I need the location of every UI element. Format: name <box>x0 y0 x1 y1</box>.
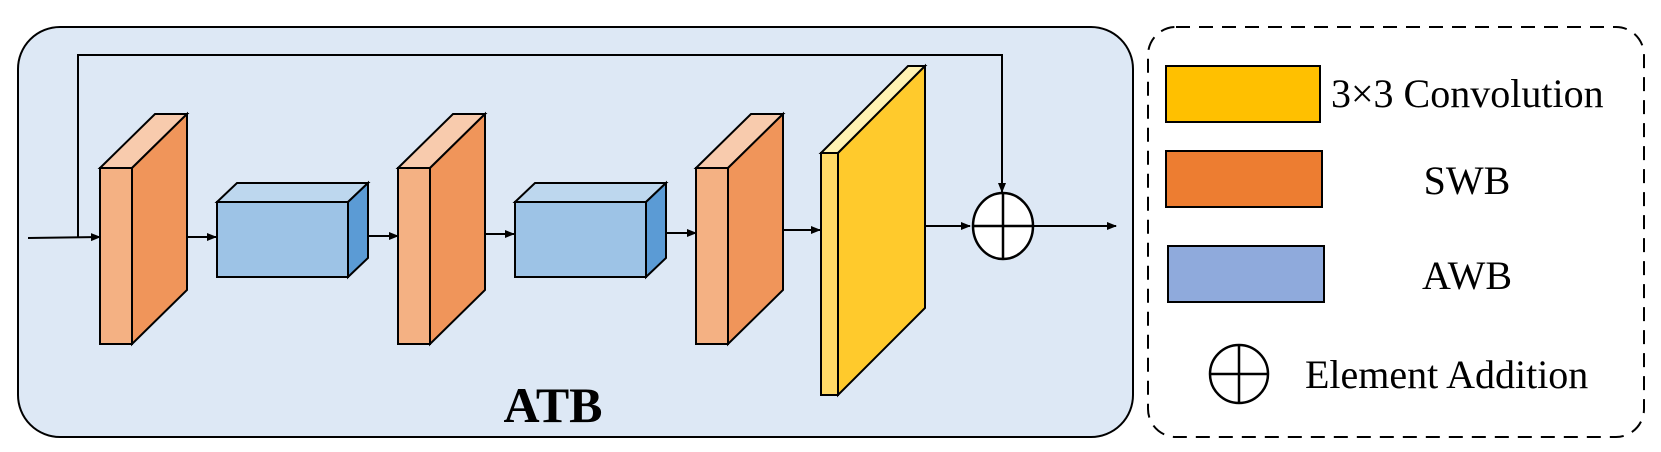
swb-block-1 <box>97 111 190 347</box>
awb-block-1-top <box>214 182 371 203</box>
swb-block-3-front <box>695 167 729 345</box>
legend-item-convolution: 3×3 Convolution <box>1165 65 1604 123</box>
swb-block-1-front <box>99 167 133 345</box>
awb-block-1-front <box>216 201 349 278</box>
swb-block-3 <box>693 111 786 347</box>
legend-label-awb: AWB <box>1422 253 1512 298</box>
legend-item-swb: SWB <box>1165 150 1511 208</box>
awb-block-1 <box>214 180 371 280</box>
legend-panel <box>1147 26 1645 438</box>
input-arrow <box>27 233 101 242</box>
circle-plus-icon <box>1208 343 1270 405</box>
atb-title: ATB <box>503 377 602 433</box>
legend-label-convolution: 3×3 Convolution <box>1331 71 1604 116</box>
orange-box-icon <box>1165 150 1323 208</box>
awb-block-2-top <box>512 182 669 203</box>
legend-item-awb: AWB <box>1167 245 1512 303</box>
conv-block-front <box>820 152 839 396</box>
awb-block-2 <box>512 180 669 280</box>
conv-block <box>818 63 928 398</box>
swb-block-2 <box>395 111 488 347</box>
swb-block-2-front <box>397 167 431 345</box>
element-addition-node <box>971 191 1035 261</box>
legend-item-element-addition: Element Addition <box>1208 343 1588 405</box>
legend-label-element-addition: Element Addition <box>1305 352 1588 397</box>
blue-box-icon <box>1167 245 1325 303</box>
yellow-box-icon <box>1165 65 1321 123</box>
legend-label-swb: SWB <box>1424 158 1511 203</box>
awb-block-2-front <box>514 201 647 278</box>
skip-connection <box>77 54 1006 237</box>
